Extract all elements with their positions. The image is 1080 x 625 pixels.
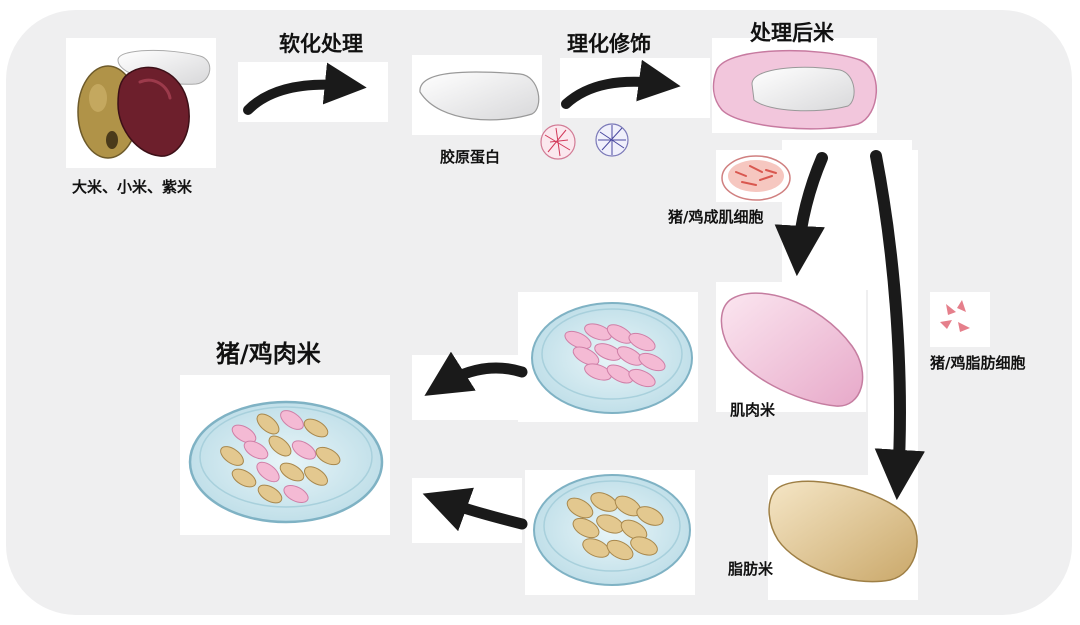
arrow-modification	[561, 59, 681, 109]
muscle-rice-label: 肌肉米	[730, 401, 776, 419]
flow-arrows	[243, 59, 925, 532]
muscle-grain-dish-icon	[531, 302, 693, 414]
arrow-fat-dish	[422, 487, 528, 532]
adipocyte-cells-icon	[940, 300, 970, 332]
fat-rice-icon	[768, 480, 918, 583]
meat-rice-dish-icon	[188, 400, 384, 524]
fat-rice-label: 脂肪米	[728, 560, 774, 578]
arrow-to-muscle	[774, 152, 828, 277]
treated-rice-icon	[712, 49, 877, 130]
arrow-to-fat	[870, 150, 925, 501]
step-treated-rice-label: 处理后米	[750, 21, 834, 45]
fiber-ball-icon	[540, 123, 629, 160]
meat-rice-title: 猪/鸡肉米	[216, 340, 321, 368]
fat-grain-dish-icon	[533, 474, 691, 586]
arrow-muscle-dish	[424, 351, 528, 396]
collagen-label: 胶原蛋白	[440, 148, 501, 166]
step-softening-label: 软化处理	[279, 32, 363, 56]
raw-grains-icon	[77, 49, 211, 159]
myoblast-dish-icon	[721, 155, 791, 201]
step-modification-label: 理化修饰	[567, 32, 651, 56]
adipocyte-label: 猪/鸡脂肪细胞	[930, 354, 1026, 372]
arrow-softening	[243, 62, 367, 115]
muscle-rice-icon	[720, 292, 864, 407]
rice-types-label: 大米、小米、紫米	[72, 178, 193, 196]
collagen-grain-icon	[419, 71, 540, 121]
myoblast-label: 猪/鸡成肌细胞	[668, 208, 764, 226]
